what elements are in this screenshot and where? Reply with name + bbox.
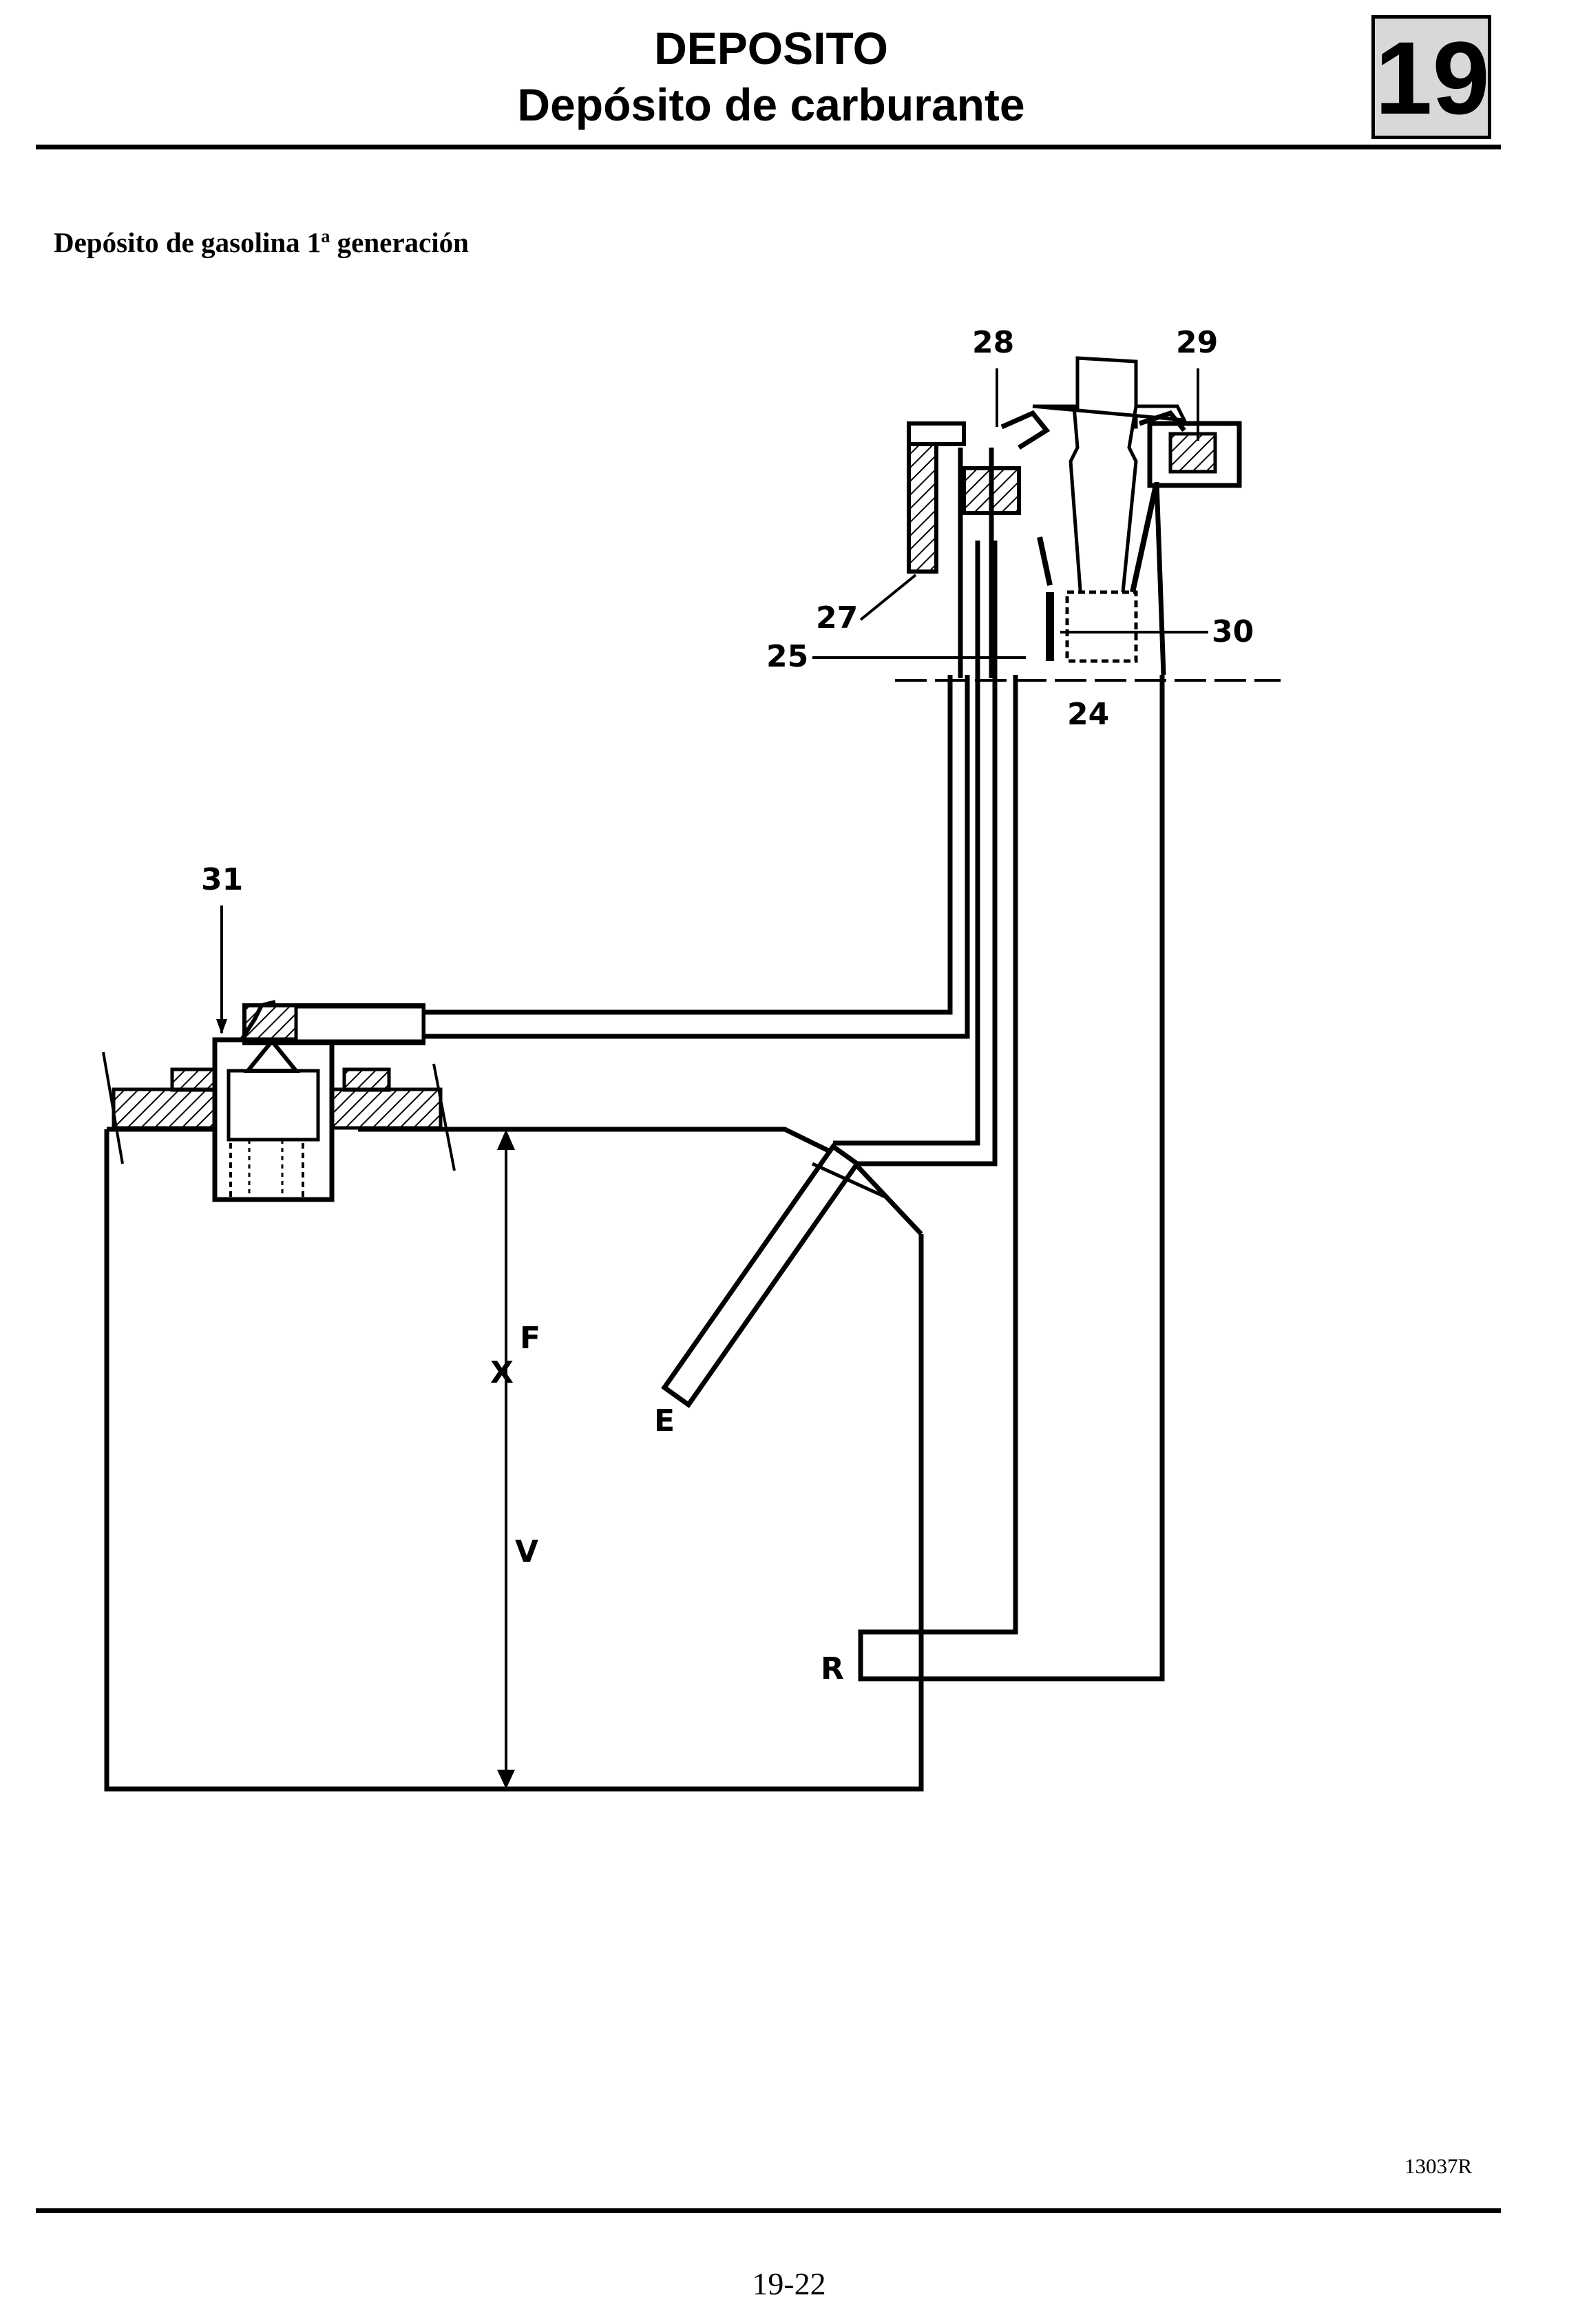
section-title: Depósito de gasolina 1a generación	[54, 226, 469, 259]
leader-lines	[220, 368, 1208, 1033]
vent-valve-31	[212, 1000, 335, 1202]
header-divider	[36, 145, 1501, 149]
figure-reference: 13037R	[1405, 2154, 1473, 2178]
label-24: 24	[1067, 697, 1109, 732]
label-27: 27	[816, 600, 858, 636]
filler-cap-assembly	[907, 356, 1242, 678]
filler-neck-pipe	[858, 675, 1165, 1682]
label-30: 30	[1212, 614, 1254, 649]
label-25: 25	[766, 639, 808, 674]
section-title-main: Depósito de gasolina 1	[54, 227, 322, 258]
page-title-main: DEPOSITO	[654, 23, 888, 74]
label-31: 31	[201, 862, 243, 897]
label-e: E	[654, 1403, 675, 1438]
section-title-tail: generación	[330, 227, 469, 258]
page-title-sub: Depósito de carburante	[517, 79, 1025, 130]
section-title-superscript: a	[321, 226, 330, 247]
chapter-number-badge: 19	[1371, 15, 1491, 139]
vent-hose	[242, 1003, 425, 1045]
page-number: 19-22	[752, 2266, 826, 2301]
label-r: R	[821, 1651, 844, 1686]
label-x: X	[490, 1355, 514, 1390]
dimension-arrows	[497, 1129, 515, 1789]
label-v: V	[515, 1534, 538, 1569]
label-f: F	[520, 1321, 540, 1356]
leader-arrow-31	[216, 1019, 227, 1034]
footer-divider	[36, 2208, 1501, 2213]
label-29: 29	[1176, 325, 1218, 360]
vent-pipes	[423, 541, 998, 1166]
label-28: 28	[972, 325, 1014, 360]
inlet-pipe-e	[661, 1143, 890, 1408]
